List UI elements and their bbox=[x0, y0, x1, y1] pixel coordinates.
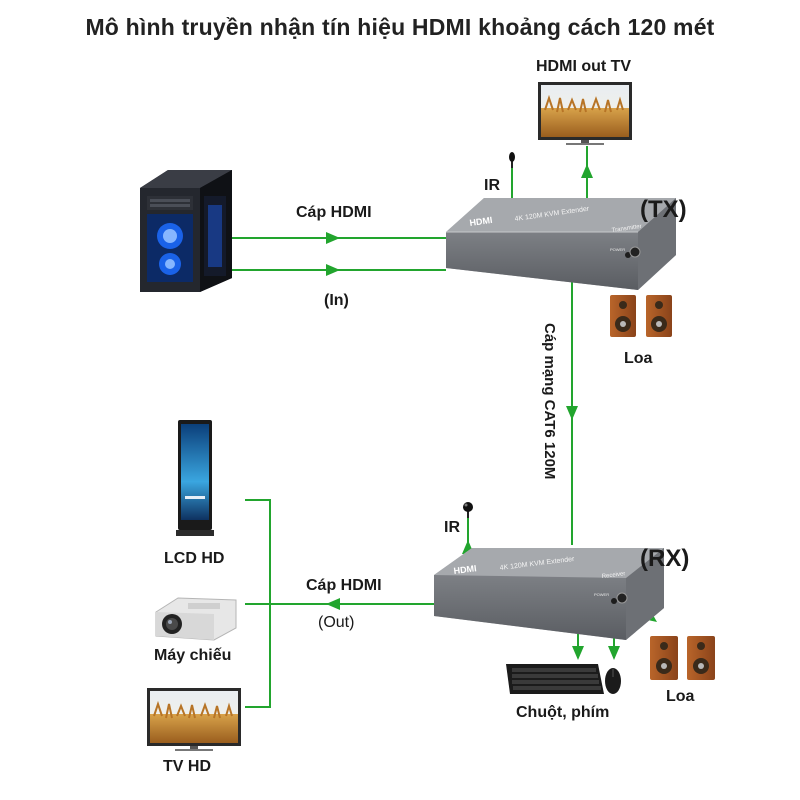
tx-power-text: POWER bbox=[610, 247, 625, 252]
arrow-hdmi-in-1 bbox=[326, 232, 340, 244]
hdmi-out-tv-label: HDMI out TV bbox=[536, 58, 632, 75]
rx-role-text: Receiver bbox=[602, 571, 626, 580]
tx-logo-text: HDMI bbox=[469, 215, 493, 228]
ir-rx-label: IR bbox=[444, 519, 460, 536]
tx-speaker-label: Loa bbox=[624, 350, 653, 367]
keyboard-mouse-label: Chuột, phím bbox=[516, 704, 610, 721]
hdmi-in-label: (In) bbox=[324, 292, 349, 309]
arrow-hdmi-out bbox=[326, 598, 340, 610]
arrow-cat6 bbox=[566, 406, 578, 420]
hdmi-out-cable-label: Cáp HDMI bbox=[306, 577, 382, 594]
ir-tx-label: IR bbox=[484, 177, 500, 194]
ir-sensor-rx-icon bbox=[463, 502, 473, 518]
hdmi-in-cable-label: Cáp HDMI bbox=[296, 204, 372, 221]
rx-power-text: POWER bbox=[594, 592, 609, 597]
output-tv-icon bbox=[538, 82, 632, 145]
tx-speakers-icon bbox=[610, 295, 672, 337]
lcd-kiosk-icon bbox=[176, 420, 214, 536]
mouse-icon bbox=[605, 668, 621, 694]
page-title: Mô hình truyền nhận tín hiệu HDMI khoảng… bbox=[85, 14, 715, 40]
arrow-hdmi-in-2 bbox=[326, 264, 340, 276]
lcd-hd-label: LCD HD bbox=[164, 550, 225, 567]
projector-icon bbox=[155, 597, 237, 641]
ir-sensor-tx-icon bbox=[509, 152, 515, 168]
rx-extender-device bbox=[434, 548, 664, 640]
rx-logo-text: HDMI bbox=[453, 563, 477, 576]
rx-speakers-icon bbox=[650, 636, 715, 680]
projector-label: Máy chiếu bbox=[154, 647, 232, 664]
tx-extender-device bbox=[446, 198, 676, 290]
arrow-keyboard bbox=[572, 646, 584, 660]
rx-speaker-label: Loa bbox=[666, 688, 695, 705]
arrow-tx-to-tv bbox=[581, 164, 593, 178]
pc-tower-icon bbox=[140, 170, 232, 292]
display-bracket bbox=[245, 499, 271, 708]
cat6-cable-label: Cáp mạng CAT6 120M bbox=[541, 323, 558, 480]
tx-role-text: Transmitter bbox=[611, 224, 642, 234]
arrow-mouse bbox=[608, 646, 620, 660]
hdmi-out-label: (Out) bbox=[318, 614, 355, 631]
tv-hd-label: TV HD bbox=[163, 758, 211, 775]
keyboard-icon bbox=[506, 664, 604, 694]
rx-label: (RX) bbox=[640, 545, 690, 572]
tv-hd-icon bbox=[147, 688, 241, 751]
tx-label: (TX) bbox=[640, 196, 687, 223]
